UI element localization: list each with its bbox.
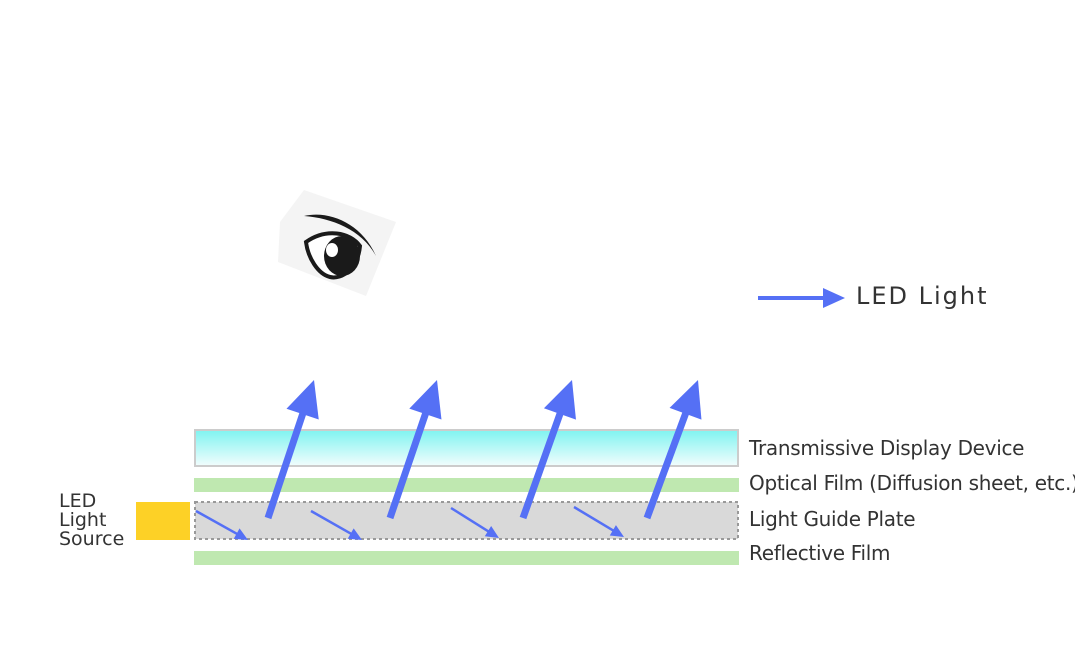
emitted-light-arrow-shaft — [264, 412, 307, 520]
reflective-film-layer — [194, 551, 739, 565]
light-guide-plate-layer — [194, 501, 739, 540]
reflective-film-label: Reflective Film — [749, 541, 891, 565]
led-light-source-label: LED Light Source — [59, 492, 124, 549]
guide-light-arrow-head — [609, 525, 624, 537]
guide-light-arrow-shaft — [450, 506, 490, 533]
legend-arrow-head — [823, 288, 845, 308]
led-source-label-line: Source — [59, 528, 125, 550]
led-source-label-line: LED — [59, 490, 97, 512]
led-source-label-line: Light — [59, 509, 107, 531]
emitted-light-arrow-head — [286, 380, 319, 420]
guide-light-arrow-head — [233, 528, 248, 540]
guide-light-arrow-shaft — [195, 509, 239, 536]
light-guide-plate-label: Light Guide Plate — [749, 507, 916, 531]
display-device-layer — [194, 429, 739, 467]
optical-film-layer — [194, 478, 739, 492]
eye-icon — [278, 190, 396, 296]
emitted-light-arrow-shaft — [386, 412, 430, 520]
display-device-label: Transmissive Display Device — [749, 436, 1025, 460]
emitted-light-arrow-head — [543, 380, 576, 420]
guide-light-arrow-shaft — [573, 505, 615, 532]
guide-light-arrow-head — [347, 528, 362, 540]
emitted-light-arrow-shaft — [643, 411, 690, 520]
legend-label: LED Light — [856, 282, 989, 310]
emitted-light-arrow-head — [669, 380, 702, 420]
emitted-light-arrow-head — [409, 380, 442, 420]
light-arrows — [195, 288, 845, 540]
guide-light-arrow-head — [484, 526, 499, 538]
emitted-light-arrow-shaft — [519, 411, 564, 520]
guide-light-arrow-shaft — [310, 509, 353, 536]
optical-film-label: Optical Film (Diffusion sheet, etc.) — [749, 471, 1075, 495]
led-light-source-block — [136, 502, 190, 540]
